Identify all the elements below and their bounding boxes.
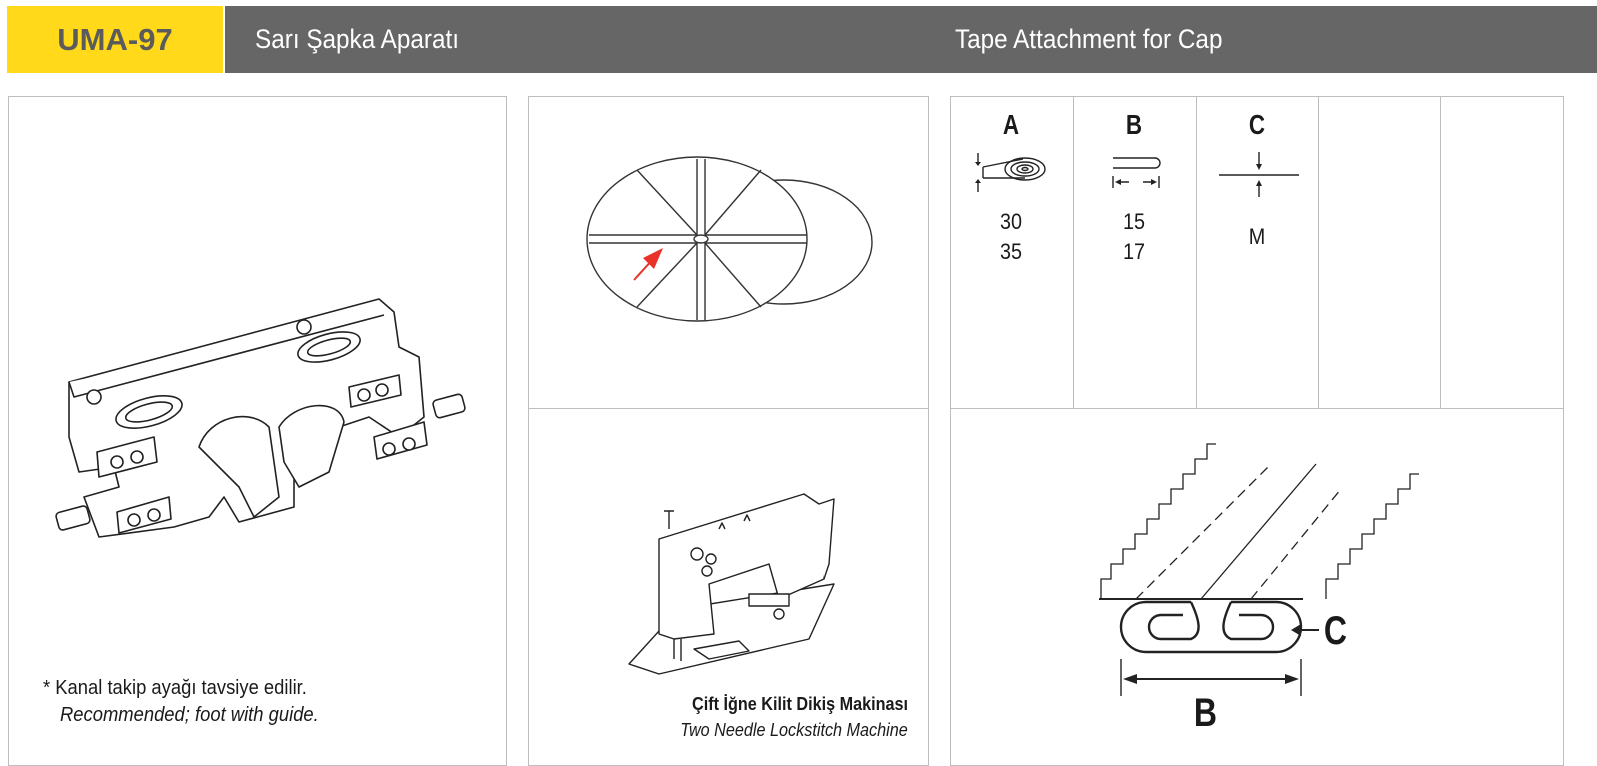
cap-application-panel xyxy=(528,96,929,409)
column-c-header: C xyxy=(1248,109,1266,140)
column-c-value-1: M xyxy=(1248,224,1266,249)
column-a-value-1: 30 xyxy=(999,209,1023,234)
column-b-value-2: 17 xyxy=(1122,239,1146,264)
dimension-c-label: C xyxy=(1323,609,1348,653)
page-header: UMA-97 Sarı Şapka Aparatı Tape Attachmen… xyxy=(7,6,1597,73)
product-code-badge: UMA-97 xyxy=(7,6,223,73)
fold-width-icon xyxy=(1112,157,1161,188)
column-a-header: A xyxy=(1002,109,1020,140)
sewing-machine-drawing xyxy=(628,493,835,675)
attachment-drawing xyxy=(55,298,466,538)
spec-table: A 30 35 B 15 17 C xyxy=(950,96,1564,409)
machine-name-english: Two Needle Lockstitch Machine xyxy=(680,720,908,740)
product-panel: * Kanal takip ayağı tavsiye edilir. Reco… xyxy=(8,96,507,766)
title-english: Tape Attachment for Cap xyxy=(955,24,1223,54)
machine-panel: Çift İğne Kilit Dikiş Makinası Two Needl… xyxy=(528,408,929,766)
tape-roll-icon xyxy=(975,153,1046,192)
title-turkish: Sarı Şapka Aparatı xyxy=(255,24,459,54)
material-thickness-icon xyxy=(1219,152,1299,197)
machine-name-turkish: Çift İğne Kilit Dikiş Makinası xyxy=(691,694,908,714)
product-code: UMA-97 xyxy=(57,21,173,57)
seam-cross-section-diagram xyxy=(1099,443,1419,696)
guide-note-turkish: * Kanal takip ayağı tavsiye edilir. xyxy=(43,677,307,699)
column-a-value-2: 35 xyxy=(999,239,1023,264)
application-arrow-icon xyxy=(633,248,663,281)
cap-diagram xyxy=(586,156,873,322)
dimension-b-label: B xyxy=(1193,691,1218,735)
guide-note-english: Recommended; foot with guide. xyxy=(60,704,319,726)
column-b-header: B xyxy=(1125,109,1143,140)
seam-diagram-panel: C B xyxy=(950,408,1564,766)
column-b-value-1: 15 xyxy=(1122,209,1146,234)
title-bar: Sarı Şapka Aparatı Tape Attachment for C… xyxy=(225,6,1597,73)
